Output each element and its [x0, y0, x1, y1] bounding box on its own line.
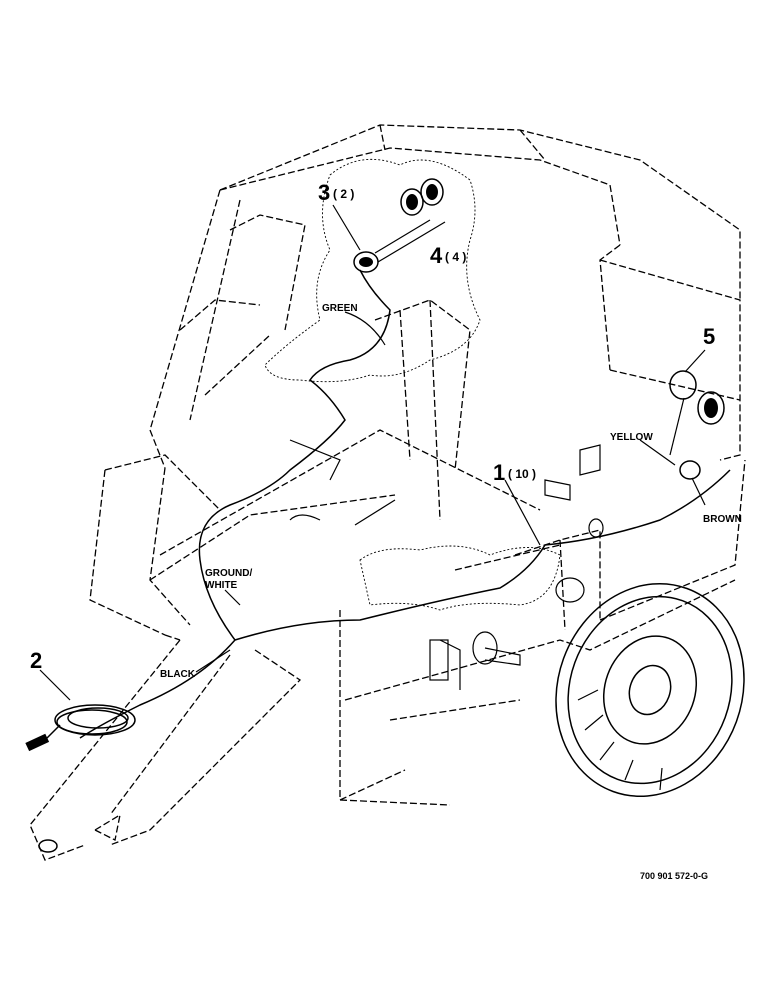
rear-light-assembly: [669, 370, 725, 480]
wire-label-ground: GROUND/: [205, 568, 252, 579]
callout-3-number: 3: [318, 180, 330, 205]
harness-tongue-run: [79, 639, 236, 739]
harness-extension-coil: [25, 704, 136, 752]
cutaway-boundary-lower: [359, 545, 561, 611]
cutaway-boundary: [264, 158, 481, 383]
callout-5-number: 5: [703, 324, 715, 349]
callout-2: 2: [30, 648, 42, 673]
callout-4-qty: ( 4 ): [445, 250, 466, 264]
wire-label-yellow: YELLOW: [610, 432, 653, 443]
upper-light-assembly: [353, 251, 379, 273]
drawing-number: 700 901 572-0-G: [640, 871, 708, 881]
callout-5: 5: [703, 324, 715, 349]
wire-label-white: WHITE: [205, 580, 238, 591]
callout-1-qty: ( 10 ): [508, 467, 536, 481]
wire-label-black: BLACK: [160, 669, 196, 680]
callout-3: 3 ( 2 ): [318, 180, 354, 205]
callout-4: 4 ( 4 ): [430, 243, 466, 268]
wiring-harness: [79, 269, 731, 739]
harness-main-run: [234, 469, 731, 641]
wire-label-brown: BROWN: [703, 514, 742, 525]
leader-lines: [39, 204, 706, 701]
callout-4-number: 4: [430, 243, 443, 268]
lamp-detail-callout: [374, 178, 446, 263]
wire-label-green: GREEN: [322, 303, 358, 314]
callout-2-number: 2: [30, 648, 42, 673]
callout-1-number: 1: [493, 460, 505, 485]
hitch-tongue: [29, 639, 302, 861]
callout-3-qty: ( 2 ): [333, 187, 354, 201]
callout-1: 1 ( 10 ): [493, 460, 536, 485]
bale-chamber-details: [289, 439, 604, 690]
harness-riser: [198, 269, 391, 641]
wheel: [555, 582, 745, 798]
baler-body-outline: [89, 124, 746, 806]
